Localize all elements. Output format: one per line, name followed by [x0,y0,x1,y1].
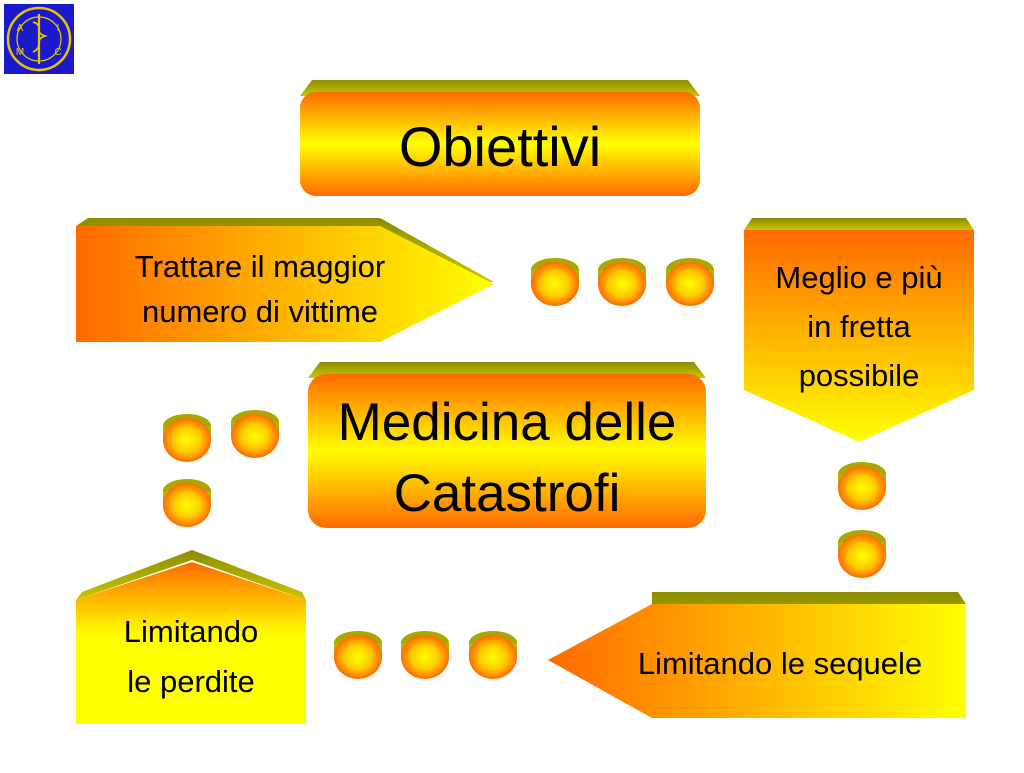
center-title-line2: Catastrofi [394,464,621,523]
connector-bead [469,631,517,679]
connector-beads [163,258,886,679]
arrow-treat-most-victims: Trattare il maggior numero di vittime [76,218,494,342]
arrow-bevel [76,218,494,282]
connector-bead [666,258,714,306]
arrow-bevel [744,218,974,230]
connector-bead [838,530,886,578]
logo-serpent [32,21,48,53]
connector-bead [231,410,279,458]
center-box-face [308,374,706,528]
arrow-face [76,562,306,724]
connector-bead [401,631,449,679]
page-title: Obiettivi [399,115,601,178]
connector-bead [334,631,382,679]
arrow-label-line2: numero di vittime [142,294,378,329]
connector-bead [163,479,211,527]
center-box: Medicina delle Catastrofi [308,362,706,528]
title-box: Obiettivi [300,80,700,196]
connector-bead [598,258,646,306]
arrow-label-line2: in fretta [807,309,911,344]
arrow-label-line3: possibile [799,358,920,393]
arrow-bevel [76,550,306,600]
arrow-face [548,604,966,718]
arrow-limit-sequels: Limitando le sequele [548,592,966,718]
connector-bead [163,414,211,462]
arrow-label-line1: Limitando [124,614,258,649]
logo-letter-m: M [16,47,24,58]
center-title-line1: Medicina delle [338,393,677,452]
logo-ring [6,6,72,72]
arrow-better-faster: Meglio e più in fretta possibile [744,218,974,442]
arrow-face [744,230,974,442]
logo-letter-c: C [54,47,61,58]
arrow-label: Limitando le sequele [638,646,922,681]
logo: A I M C [4,4,74,74]
connector-bead [838,462,886,510]
arrow-label-line2: le perdite [127,664,255,699]
arrow-label-line1: Trattare il maggior [135,249,385,284]
arrow-label-line1: Meglio e più [775,260,942,295]
logo-letter-a: A [17,23,24,34]
arrow-face [76,226,494,342]
arrow-limit-losses: Limitando le perdite [76,550,306,724]
logo-letter-i: I [57,23,60,34]
title-box-face [300,92,700,196]
connector-bead [531,258,579,306]
